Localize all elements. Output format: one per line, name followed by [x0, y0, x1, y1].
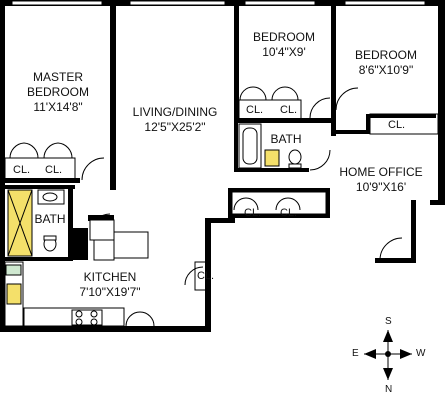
master-line-2: BEDROOM [26, 85, 89, 99]
room-label-living-dining: LIVING/DINING 12'5"X25'2" [118, 105, 232, 135]
compass-icon [364, 330, 412, 380]
bedroom3-line-2: 8'6"X10'9" [358, 63, 414, 77]
master-line-3: 11'X14'8" [33, 100, 83, 114]
room-label-bedroom-2: BEDROOM 10'4"X9' [240, 30, 328, 60]
closet-label-living-1: CL. [244, 207, 262, 219]
window-breaks [11, 0, 426, 6]
room-label-kitchen: KITCHEN 7'10"X19'7" [40, 270, 180, 300]
room-label-hall-bath: BATH [264, 132, 308, 147]
hall-bath-fixtures [238, 123, 302, 169]
compass-east: E [352, 348, 359, 359]
closet-label-master-1: CL. [13, 164, 31, 176]
compass-north: N [385, 384, 393, 395]
hall-bath-text: BATH [270, 132, 302, 146]
master-bath-text: BATH [34, 212, 66, 226]
room-label-home-office: HOME OFFICE 10'9"X16' [326, 165, 436, 195]
bedroom2-line-2: 10'4"X9' [262, 45, 306, 59]
living-line-2: 12'5"X25'2" [144, 120, 206, 134]
kitchen-line-2: 7'10"X19'7" [79, 285, 141, 299]
master-bath-fixtures [7, 189, 65, 257]
room-label-master-bedroom: MASTER BEDROOM 11'X14'8" [10, 70, 106, 115]
kitchen-line-1: KITCHEN [83, 270, 137, 284]
closet-label-bedroom3: CL. [388, 119, 406, 131]
office-line-1: HOME OFFICE [339, 165, 423, 179]
door-swings [9, 86, 403, 327]
compass-south: S [385, 316, 392, 327]
room-label-master-bath: BATH [30, 212, 70, 227]
bedroom2-line-1: BEDROOM [252, 30, 315, 44]
closet-outlines [4, 99, 439, 291]
closet-label-bedroom2-2: CL. [280, 104, 298, 116]
closet-label-master-2: CL. [45, 164, 63, 176]
kitchen-fixtures [4, 219, 149, 327]
office-line-2: 10'9"X16' [355, 180, 407, 194]
closet-label-living-3: CL. [197, 270, 215, 282]
bedroom3-line-1: BEDROOM [354, 48, 417, 62]
closet-label-bedroom2-1: CL. [246, 104, 264, 116]
master-line-1: MASTER [32, 70, 83, 84]
room-label-bedroom-3: BEDROOM 8'6"X10'9" [338, 48, 434, 78]
compass-west: W [416, 348, 426, 359]
living-line-1: LIVING/DINING [132, 105, 218, 119]
closet-label-living-2: CL. [280, 207, 298, 219]
